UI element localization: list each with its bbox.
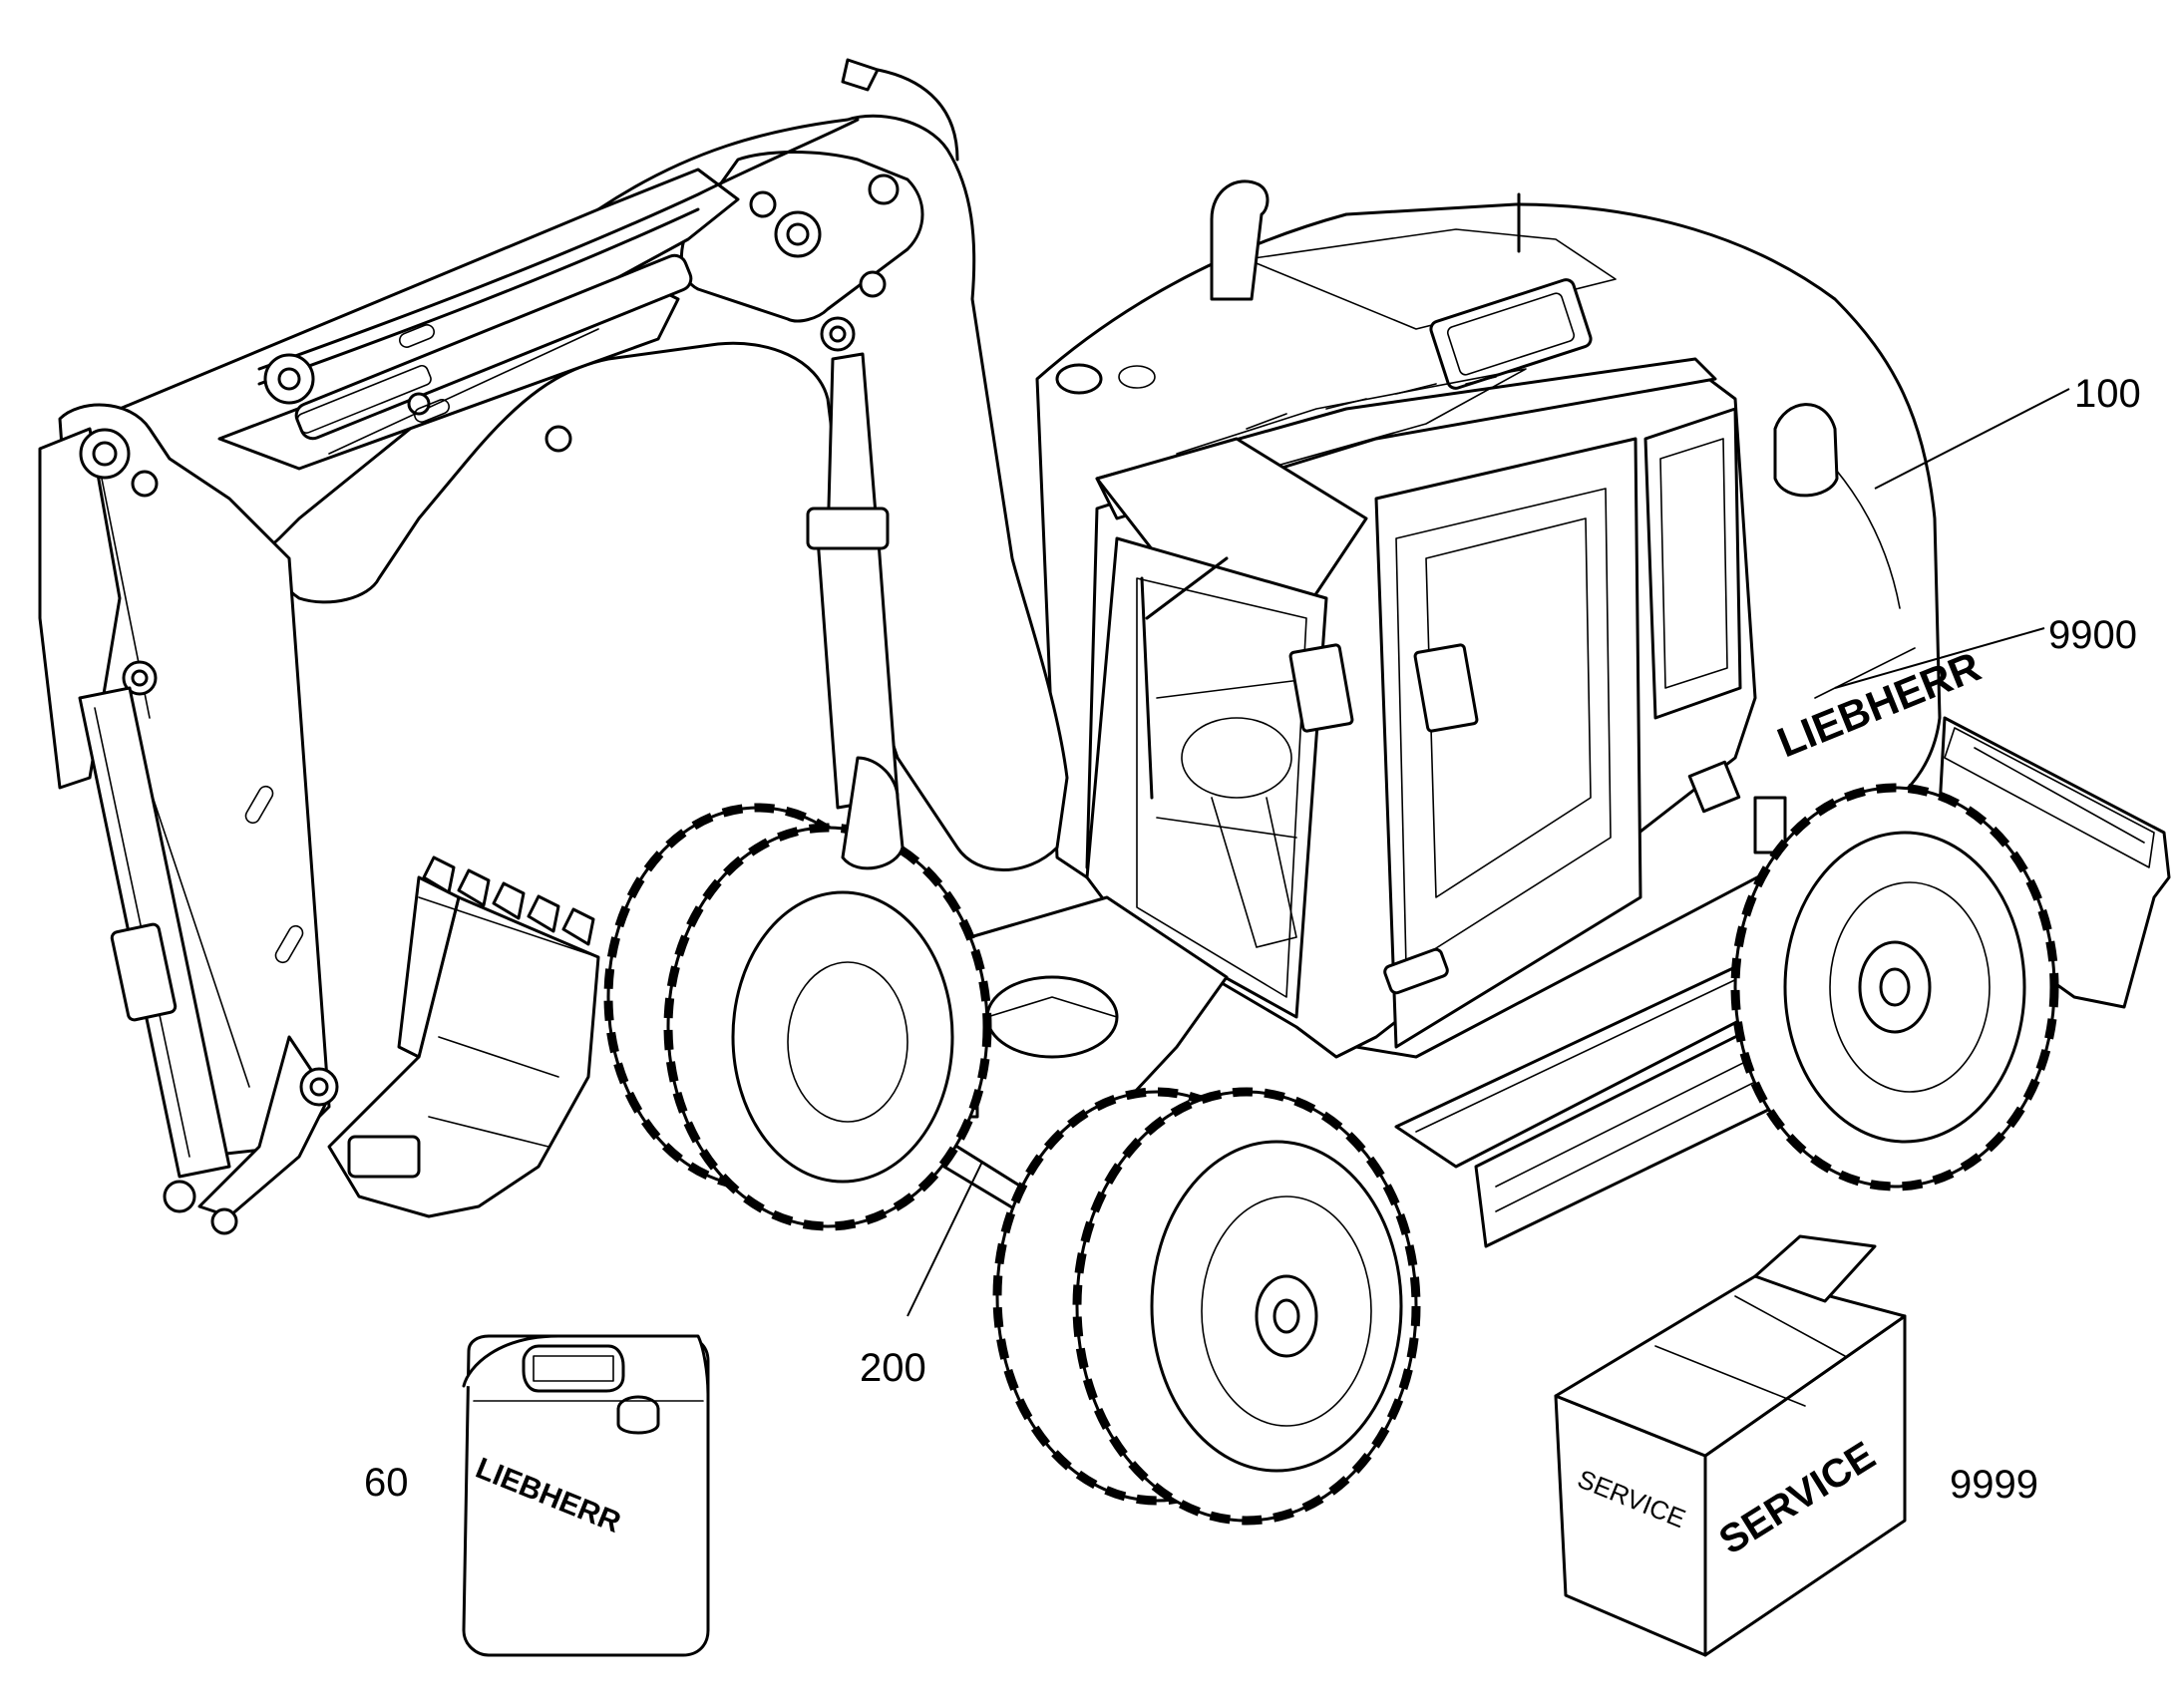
excavator-illustration: LIEBHERR [38,58,2171,1526]
wheel-rear-right [1730,783,2059,1192]
leader-9900 [1834,627,2045,689]
callout-200: 200 [860,1346,926,1390]
leader-lines [907,388,2070,1317]
service-box-icon: SERVICE SERVICE [1554,1234,1907,1657]
callout-100: 100 [2074,372,2141,416]
bucket [327,855,600,1218]
callout-9900: 9900 [2048,613,2137,657]
callout-9999: 9999 [1950,1463,2038,1507]
leader-100 [1874,388,2070,490]
leader-200 [907,1161,983,1317]
canister-icon: LIEBHERR [462,1334,710,1657]
wheel-front-right [992,1087,1421,1526]
wheel-front-left [603,803,992,1231]
callout-60: 60 [364,1461,409,1505]
